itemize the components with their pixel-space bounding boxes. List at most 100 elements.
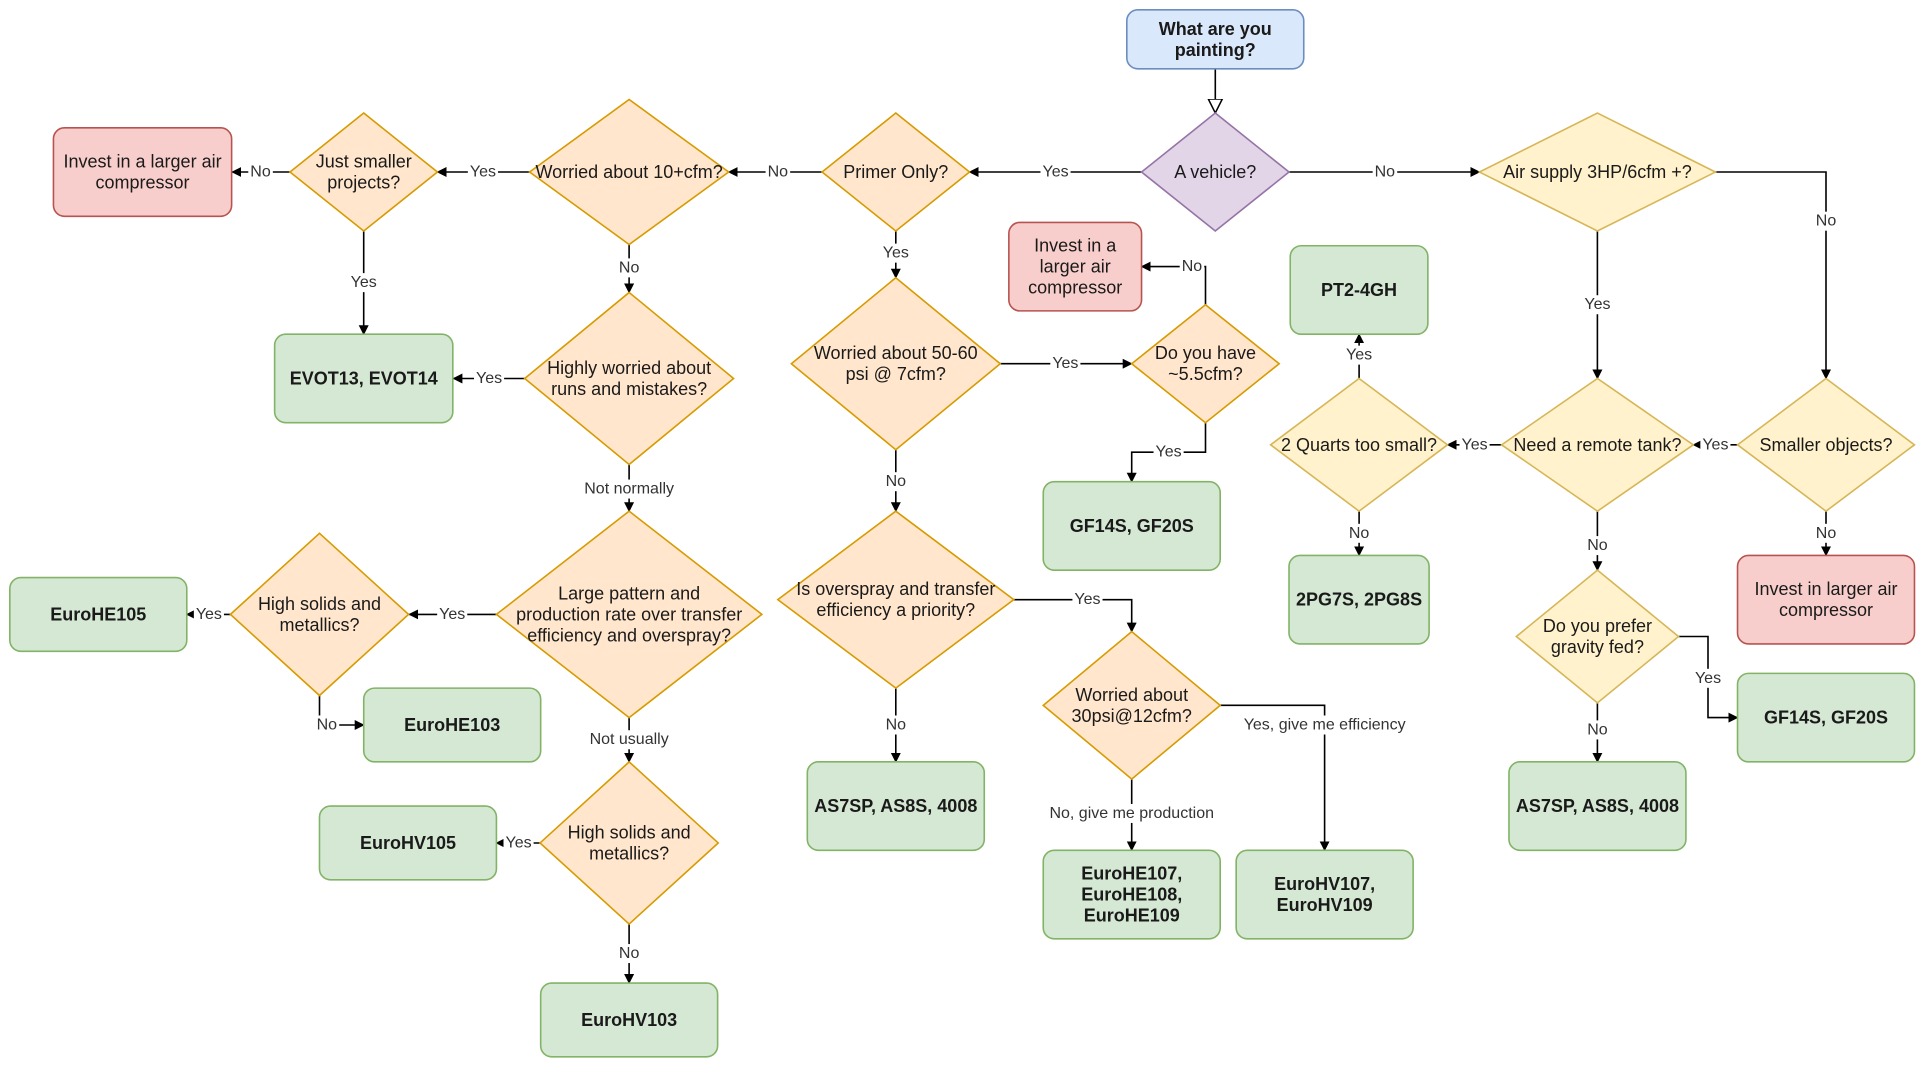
node-label: EuroHV107, — [1274, 874, 1375, 894]
node-label: GF14S, GF20S — [1764, 708, 1888, 728]
node-eurohe105: EuroHE105 — [9, 576, 188, 653]
primer-only-diamond — [820, 112, 971, 233]
edge-label-bg — [474, 368, 505, 388]
edge-label-yes: Yes — [1459, 435, 1490, 455]
evot-box — [273, 333, 454, 424]
node-label: larger air — [1040, 257, 1111, 277]
node-label: efficiency a priority? — [816, 600, 975, 620]
edge-label-yes: Yes — [1582, 295, 1613, 315]
edge-label-no: No — [1372, 162, 1398, 182]
node-pt2: PT2-4GH — [1289, 244, 1429, 336]
edge-label-bg — [467, 162, 498, 182]
edge-label-no: No — [765, 162, 791, 182]
edge-label-bg — [1050, 354, 1081, 374]
node-label: Worried about 50-60 — [814, 343, 978, 363]
eurohe105-box — [9, 576, 188, 653]
large-pattern-diamond — [495, 510, 764, 719]
edge-label-no: No — [1179, 257, 1205, 277]
invest-left-box — [52, 126, 233, 218]
node-label: ~5.5cfm? — [1168, 364, 1243, 384]
edge-label-yes: Yes — [1072, 590, 1103, 610]
edge-label-text: Yes — [470, 164, 496, 181]
node-label: production rate over transfer — [516, 604, 742, 624]
node-label: painting? — [1175, 40, 1256, 60]
node-label: High solids and — [258, 594, 381, 614]
edge-label-text: Not usually — [590, 731, 669, 748]
edge-label-text: Yes — [505, 834, 531, 851]
node-label: Do you have — [1155, 343, 1256, 363]
node-do-you-have: Do you have~5.5cfm? — [1130, 303, 1281, 424]
node-label: EuroHV109 — [1277, 895, 1373, 915]
node-label: EuroHE103 — [404, 715, 500, 735]
edge-label-bg — [1813, 211, 1839, 231]
gravity-fed-diamond — [1515, 569, 1680, 704]
edge-label-bg — [1241, 715, 1408, 735]
node-label: compressor — [1028, 278, 1122, 298]
node-label: compressor — [1779, 600, 1873, 620]
eurohe103-box — [362, 687, 542, 763]
edge-label-yes: Yes — [193, 604, 224, 624]
edge-label-bg — [1179, 257, 1205, 277]
edge-label-text: No — [317, 716, 338, 733]
edge-label-bg — [1346, 523, 1372, 543]
node-label: psi @ 7cfm? — [846, 364, 946, 384]
edge-label-text: Yes — [439, 606, 465, 623]
edge-label-no: No — [248, 162, 273, 182]
edge-label-not-normally: Not normally — [582, 479, 677, 499]
node-label: Invest in larger air — [1754, 579, 1897, 599]
edge-label-yes: Yes — [880, 243, 911, 263]
edge-label-bg — [1813, 523, 1839, 543]
remote-tank-diamond — [1500, 377, 1695, 513]
edge-label-yes: Yes — [1692, 668, 1724, 688]
pt2-box — [1289, 244, 1429, 336]
node-label: EuroHE109 — [1084, 906, 1180, 926]
node-label: 2PG7S, 2PG8S — [1296, 590, 1422, 610]
edge-label-text: Yes — [1584, 296, 1610, 313]
pg7s-box — [1288, 554, 1430, 645]
edge-label-bg — [883, 472, 909, 492]
node-label: Invest in a — [1034, 236, 1117, 256]
edge-label-text: No — [1816, 525, 1837, 542]
edge-label-yes: Yes — [1700, 435, 1731, 455]
node-gf14s-right: GF14S, GF20S — [1736, 672, 1916, 763]
edge-label-bg — [503, 833, 534, 853]
node-label: EuroHE105 — [50, 604, 146, 624]
edge-label-yes: Yes — [467, 162, 498, 182]
edge-label-bg — [1072, 590, 1103, 610]
node-label: GF14S, GF20S — [1070, 516, 1194, 536]
edge-25 — [1715, 171, 1831, 380]
edge-label-no: No — [616, 258, 642, 278]
gf14s-right-box — [1736, 672, 1916, 763]
invest-mid-box — [1008, 221, 1143, 312]
edge-label-bg — [765, 162, 791, 182]
edge-label-bg — [1040, 162, 1071, 182]
node-vehicle: A vehicle? — [1140, 112, 1291, 233]
high-solids-1-diamond — [229, 532, 410, 697]
edge-label-bg — [1585, 720, 1610, 740]
worried-10cfm-diamond — [528, 98, 731, 246]
node-label: gravity fed? — [1551, 637, 1644, 657]
node-label: Air supply 3HP/6cfm +? — [1503, 162, 1692, 182]
edge-label-yes: Yes — [1050, 354, 1081, 374]
edge-label-no: No — [314, 715, 340, 735]
edge-label-bg — [1372, 162, 1398, 182]
edge-label-text: Yes — [1695, 670, 1721, 687]
edge-label-yes: Yes — [348, 273, 379, 293]
edge-17 — [1140, 261, 1207, 305]
edge-label-text: No — [768, 164, 789, 181]
edge-label-bg — [1047, 803, 1216, 823]
edge-label-bg — [1692, 668, 1724, 688]
edge-label-text: No — [1182, 258, 1203, 275]
node-label: runs and mistakes? — [551, 379, 707, 399]
edge-label-no: No — [1585, 720, 1610, 740]
do-you-have-diamond — [1130, 303, 1281, 424]
